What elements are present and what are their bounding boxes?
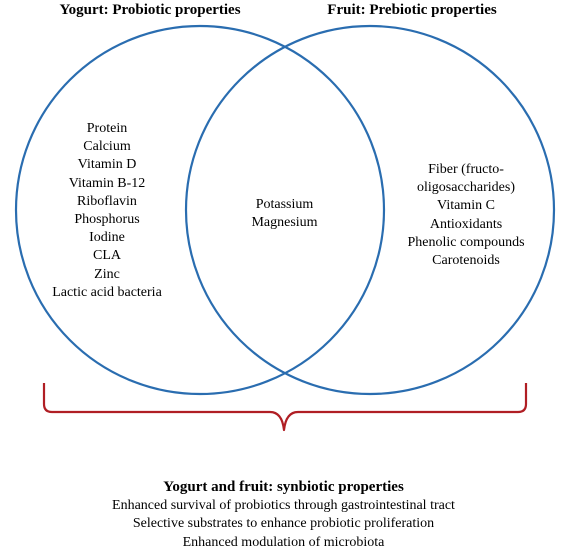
- list-item: Zinc: [94, 266, 120, 282]
- list-item: Phosphorus: [74, 212, 140, 228]
- list-item: Vitamin B-12: [68, 175, 146, 191]
- list-item: Selective substrates to enhance probioti…: [132, 516, 435, 532]
- list-item: Riboflavin: [77, 193, 137, 209]
- list-item: Enhanced modulation of microbiota: [182, 534, 385, 550]
- list-item: Calcium: [83, 139, 131, 155]
- list-item: Magnesium: [251, 215, 318, 231]
- fruit-circle: [184, 24, 556, 396]
- list-item: CLA: [93, 248, 121, 264]
- synbiotic-title: Yogurt and fruit: synbiotic properties: [163, 479, 404, 495]
- list-item: Carotenoids: [432, 253, 500, 269]
- list-item: Vitamin D: [77, 157, 137, 173]
- list-item: Lactic acid bacteria: [52, 284, 162, 300]
- yogurt-title: Yogurt: Probiotic properties: [59, 2, 241, 18]
- list-item: Enhanced survival of probiotics through …: [112, 498, 455, 513]
- list-item: Vitamin C: [437, 198, 495, 214]
- fruit-title: Fruit: Prebiotic properties: [327, 2, 497, 18]
- shared-nutrient-list: Potassium Magnesium: [212, 196, 357, 232]
- yogurt-circle: [14, 24, 386, 396]
- grouping-brace: [42, 383, 528, 432]
- synbiotic-section: Yogurt and fruit: synbiotic properties E…: [0, 478, 567, 552]
- list-item: Fiber (fructo-: [428, 162, 504, 177]
- list-item: Iodine: [89, 230, 125, 246]
- list-item: Protein: [86, 121, 128, 136]
- yogurt-nutrient-list: Protein Calcium Vitamin D Vitamin B-12 R…: [22, 120, 192, 302]
- list-item: oligosaccharides): [417, 180, 515, 196]
- list-item: Antioxidants: [429, 216, 503, 232]
- list-item: Potassium: [255, 197, 314, 212]
- fruit-nutrient-list: Fiber (fructo- oligosaccharides) Vitamin…: [386, 161, 546, 270]
- synbiotic-benefit-list: Enhanced survival of probiotics through …: [0, 497, 567, 552]
- list-item: Phenolic compounds: [407, 234, 525, 250]
